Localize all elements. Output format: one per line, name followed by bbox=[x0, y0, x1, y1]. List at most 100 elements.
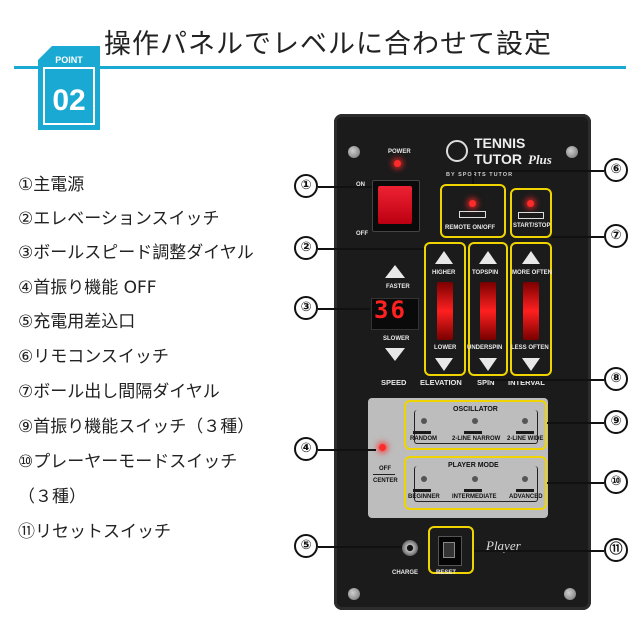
title-underline bbox=[14, 66, 626, 69]
player-mode-option-beginner: BEGINNER bbox=[408, 494, 440, 500]
spin-bottom-label: UNDERSPIN bbox=[467, 345, 503, 351]
callout-line bbox=[490, 379, 604, 381]
legend-item: ④首振り機能 OFF bbox=[18, 278, 157, 298]
speed-down-button[interactable] bbox=[385, 348, 405, 361]
callout-line bbox=[472, 170, 508, 172]
player-mode-led-beginner bbox=[421, 476, 427, 482]
reset-switch[interactable] bbox=[443, 542, 455, 558]
oscillator-button-wide[interactable] bbox=[516, 431, 534, 434]
tennis-ball-logo-icon bbox=[446, 140, 468, 162]
charge-label: CHARGE bbox=[392, 570, 419, 576]
oscillator-box bbox=[414, 410, 538, 444]
oscillator-button-random[interactable] bbox=[413, 431, 431, 434]
screw-icon bbox=[348, 588, 360, 600]
callout-line bbox=[552, 236, 604, 238]
interval-slider[interactable] bbox=[523, 282, 539, 340]
interval-up-button[interactable] bbox=[522, 251, 540, 264]
speed-up-button[interactable] bbox=[385, 265, 405, 278]
legend-item: ⑥リモコンスイッチ bbox=[18, 347, 169, 367]
elevation-top-label: HIGHER bbox=[432, 270, 456, 276]
charge-port[interactable] bbox=[402, 540, 418, 556]
spin-highlight bbox=[468, 242, 508, 376]
player-mode-button-beginner[interactable] bbox=[413, 489, 431, 492]
callout-8: ⑧ bbox=[604, 367, 628, 391]
badge-label: POINT bbox=[55, 55, 83, 65]
center-led bbox=[379, 444, 386, 451]
oscillator-option-wide: 2-LINE WIDE bbox=[507, 436, 544, 442]
start-stop-led bbox=[527, 200, 534, 207]
remote-switch[interactable] bbox=[459, 211, 486, 218]
elevation-bottom-label: LOWER bbox=[434, 345, 457, 351]
player-mode-led-advanced bbox=[522, 476, 528, 482]
oscillator-led-narrow bbox=[472, 418, 478, 424]
remote-highlight bbox=[440, 184, 506, 238]
remote-label: REMOTE ON/OFF bbox=[445, 225, 495, 231]
speed-display-frame bbox=[371, 298, 419, 330]
power-on-label: ON bbox=[356, 182, 365, 188]
brand-by: BY SPORTS TUTOR bbox=[446, 172, 514, 178]
elevation-up-button[interactable] bbox=[435, 251, 453, 264]
callout-5: ⑤ bbox=[294, 534, 318, 558]
interval-top-label: MORE OFTEN bbox=[512, 270, 552, 276]
screw-icon bbox=[564, 588, 576, 600]
player-mode-title: PLAYER MODE bbox=[445, 462, 502, 469]
player-mode-highlight bbox=[404, 456, 547, 510]
remote-led bbox=[469, 200, 476, 207]
callout-3: ③ bbox=[294, 296, 318, 320]
callout-line bbox=[318, 546, 402, 548]
oscillator-button-narrow[interactable] bbox=[464, 431, 482, 434]
oscillator-led-random bbox=[421, 418, 427, 424]
power-off-label: OFF bbox=[356, 231, 368, 237]
elevation-label: ELEVATION bbox=[420, 378, 462, 387]
center-divider bbox=[373, 474, 395, 475]
spin-label: SPIN bbox=[477, 378, 495, 387]
player-mode-box bbox=[414, 466, 538, 502]
interval-down-button[interactable] bbox=[522, 358, 540, 371]
player-mode-option-advanced: ADVANCED bbox=[509, 494, 543, 500]
oscillator-title: OSCILLATOR bbox=[450, 406, 501, 413]
brand-plus: Plus bbox=[528, 152, 552, 167]
spin-down-button[interactable] bbox=[479, 358, 497, 371]
speed-slower-label: SLOWER bbox=[383, 336, 410, 342]
center-off-label: OFF bbox=[379, 466, 391, 472]
callout-10: ⑩ bbox=[604, 470, 628, 494]
reset-highlight bbox=[428, 526, 474, 574]
badge-number: 02 bbox=[52, 84, 85, 117]
legend-item: ⑦ボール出し間隔ダイヤル bbox=[18, 382, 220, 402]
spin-slider[interactable] bbox=[480, 282, 496, 340]
callout-line bbox=[318, 308, 370, 310]
player-mode-button-intermediate[interactable] bbox=[464, 489, 482, 492]
power-switch[interactable] bbox=[378, 186, 412, 224]
center-label: CENTER bbox=[373, 478, 398, 484]
screw-icon bbox=[348, 146, 360, 158]
start-stop-button[interactable] bbox=[518, 212, 544, 219]
spin-up-button[interactable] bbox=[479, 251, 497, 264]
point-badge: POINT 02 bbox=[38, 46, 100, 130]
oscillator-highlight bbox=[404, 400, 547, 450]
reset-label: RESET bbox=[436, 570, 457, 576]
callout-1: ① bbox=[294, 174, 318, 198]
legend-item: ②エレベーションスイッチ bbox=[18, 209, 220, 229]
player-mode-button-advanced[interactable] bbox=[516, 489, 534, 492]
screw-icon bbox=[566, 146, 578, 158]
elevation-slider[interactable] bbox=[437, 282, 453, 340]
callout-line bbox=[506, 170, 604, 172]
interval-label: INTERVAL bbox=[508, 378, 545, 387]
oscillator-option-random: RANDOM bbox=[410, 436, 437, 442]
legend-item: （３種） bbox=[18, 487, 86, 507]
power-label: POWER bbox=[388, 149, 411, 155]
callout-11: ⑪ bbox=[604, 538, 628, 562]
callout-line bbox=[547, 482, 604, 484]
callout-6: ⑥ bbox=[604, 158, 628, 182]
callout-2: ② bbox=[294, 236, 318, 260]
legend-item: ⑨首振り機能スイッチ（３種） bbox=[18, 417, 255, 437]
callout-7: ⑦ bbox=[604, 224, 628, 248]
power-led bbox=[394, 160, 401, 167]
elevation-down-button[interactable] bbox=[435, 358, 453, 371]
legend-item: ⑩プレーヤーモードスイッチ bbox=[18, 452, 238, 472]
legend-item: ⑤充電用差込口 bbox=[18, 312, 136, 332]
legend-item: ①主電源 bbox=[18, 175, 85, 195]
callout-line bbox=[318, 186, 372, 188]
legend-item: ⑪リセットスイッチ bbox=[18, 522, 171, 542]
start-stop-highlight bbox=[510, 188, 552, 238]
